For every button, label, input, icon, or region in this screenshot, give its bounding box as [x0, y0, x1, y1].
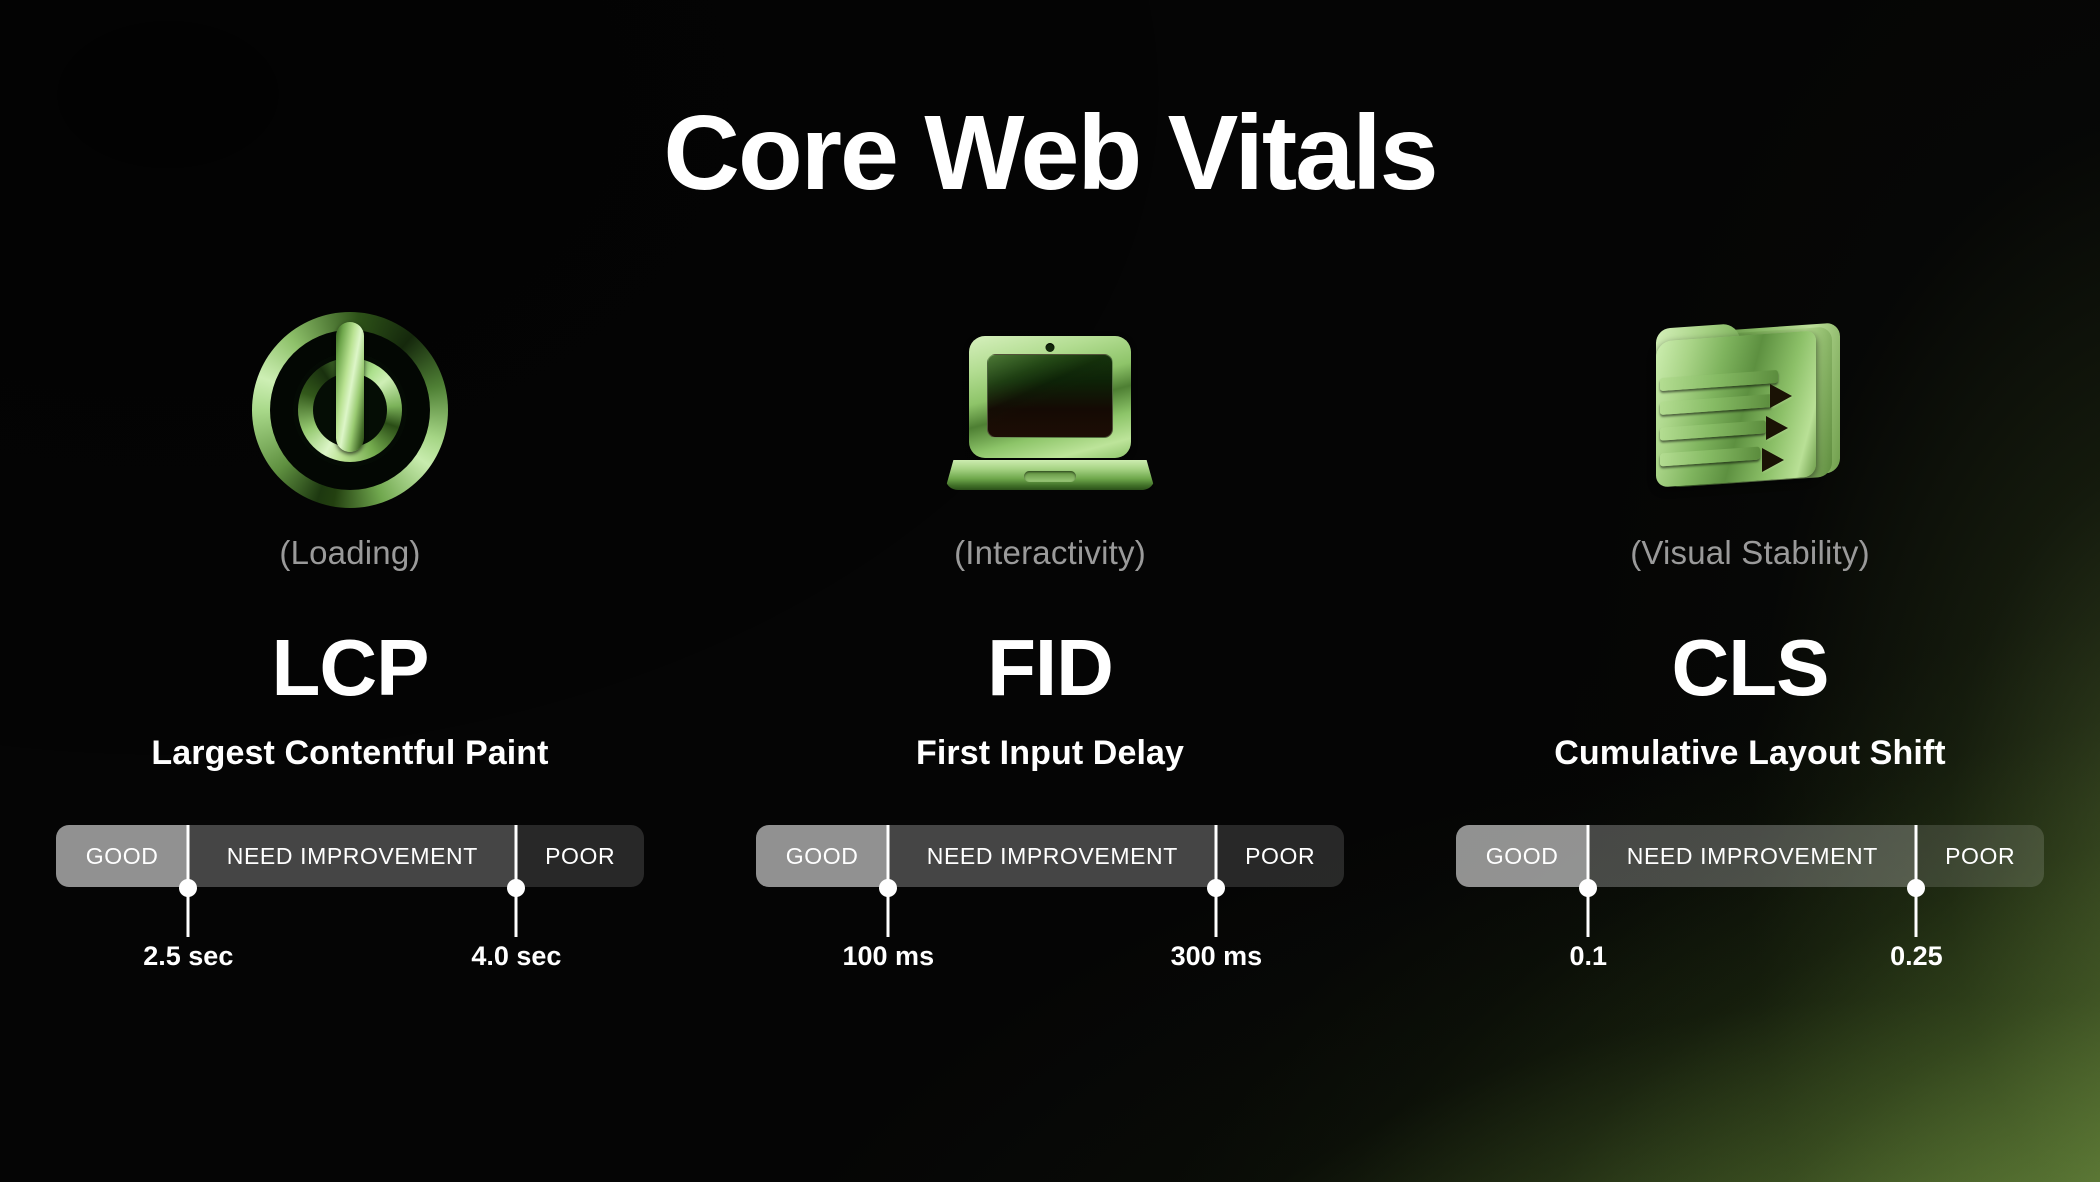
threshold-meter-fid: GOOD NEED IMPROVEMENT POOR 100 ms 300 ms — [756, 825, 1344, 995]
meter-track: GOOD NEED IMPROVEMENT POOR — [56, 825, 644, 887]
threshold-meter-lcp: GOOD NEED IMPROVEMENT POOR 2.5 sec 4.0 s… — [56, 825, 644, 995]
threshold-meter-cls: GOOD NEED IMPROVEMENT POOR 0.1 0.25 — [1456, 825, 2044, 995]
threshold-knob — [1207, 879, 1226, 897]
metric-acronym: LCP — [271, 623, 430, 712]
threshold-divider — [514, 825, 518, 887]
metric-fullname: Cumulative Layout Shift — [1554, 734, 1946, 772]
arrow-right-icon — [1766, 416, 1788, 440]
threshold-divider — [1586, 825, 1590, 887]
meter-segment-poor[interactable]: POOR — [516, 825, 644, 887]
metric-fullname: First Input Delay — [915, 734, 1185, 772]
meter-track: GOOD NEED IMPROVEMENT POOR — [1456, 825, 2044, 887]
page-title: Core Web Vitals — [663, 94, 1438, 212]
threshold-knob — [179, 879, 198, 897]
metric-icon-slot — [700, 300, 1400, 520]
threshold-divider — [1914, 825, 1918, 887]
metric-category: (Visual Stability) — [1630, 534, 1870, 571]
meter-segment-need-improvement[interactable]: NEED IMPROVEMENT — [1588, 825, 1917, 887]
laptop-icon — [945, 330, 1155, 490]
threshold-divider — [886, 825, 890, 887]
meter-segment-poor[interactable]: POOR — [1916, 825, 2044, 887]
meter-segment-good[interactable]: GOOD — [1456, 825, 1589, 887]
arrow-right-icon — [1762, 448, 1784, 472]
metric-column-cls: (Visual Stability) CLS Cumulative Layout… — [1400, 300, 2100, 995]
laptop-trackpad — [1024, 471, 1076, 482]
threshold-label: 300 ms — [1170, 941, 1263, 971]
metric-acronym: CLS — [1671, 623, 1830, 712]
threshold-label: 100 ms — [842, 941, 935, 971]
meter-segment-need-improvement[interactable]: NEED IMPROVEMENT — [888, 825, 1217, 887]
meter-segment-good[interactable]: GOOD — [56, 825, 189, 887]
threshold-label: 2.5 sec — [143, 941, 234, 971]
metric-acronym: FID — [987, 623, 1114, 712]
laptop-screen — [987, 354, 1113, 438]
power-button-icon — [250, 310, 450, 510]
metric-fullname: Largest Contentful Paint — [151, 734, 549, 772]
power-bar — [336, 322, 364, 452]
metric-icon-slot — [0, 300, 700, 520]
metric-category: (Interactivity) — [954, 534, 1146, 571]
threshold-label: 0.25 — [1890, 941, 1943, 971]
threshold-divider — [1214, 825, 1218, 887]
metric-column-fid: (Interactivity) FID First Input Delay GO… — [700, 300, 1400, 995]
meter-segment-poor[interactable]: POOR — [1216, 825, 1344, 887]
threshold-knob — [879, 879, 898, 897]
laptop-lid — [969, 336, 1131, 458]
folder-arrows-icon — [1650, 322, 1850, 498]
threshold-knob — [507, 879, 526, 897]
laptop-webcam-icon — [1045, 343, 1055, 352]
metrics-row: (Loading) LCP Largest Contentful Paint G… — [0, 300, 2100, 995]
meter-track: GOOD NEED IMPROVEMENT POOR — [756, 825, 1344, 887]
arrow-right-icon — [1770, 384, 1792, 408]
metric-category: (Loading) — [279, 534, 421, 571]
meter-segment-good[interactable]: GOOD — [756, 825, 889, 887]
threshold-label: 0.1 — [1569, 941, 1608, 971]
metric-icon-slot — [1400, 300, 2100, 520]
threshold-divider — [186, 825, 190, 887]
metric-column-lcp: (Loading) LCP Largest Contentful Paint G… — [0, 300, 700, 995]
meter-segment-need-improvement[interactable]: NEED IMPROVEMENT — [188, 825, 517, 887]
threshold-knob — [1907, 879, 1926, 897]
threshold-knob — [1579, 879, 1598, 897]
threshold-label: 4.0 sec — [471, 941, 562, 971]
